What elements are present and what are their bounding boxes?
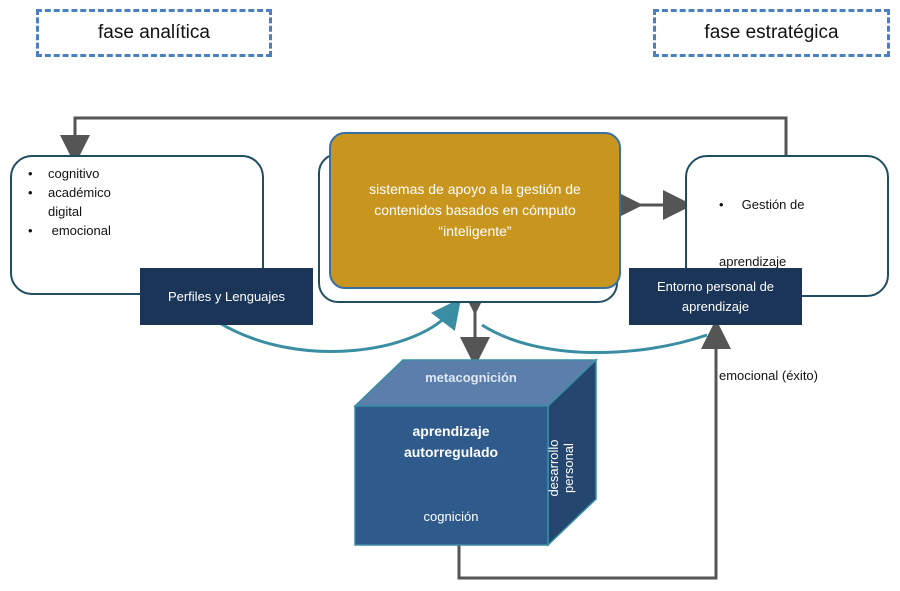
list-item: académico digital: [28, 183, 111, 221]
list-item: • Gestión de: [719, 197, 805, 212]
profiles-languages-label: Perfiles y Lenguajes: [167, 288, 286, 304]
phase-strategic-box: fase estratégica: [653, 9, 890, 57]
tag-line-1: Entorno personal de: [656, 278, 775, 294]
cube-cognition-label: cognición: [423, 509, 479, 524]
cube-front-line-1: aprendizaje: [412, 423, 490, 439]
center-line-2: contenidos basados en cómputo: [374, 202, 576, 218]
cube-metacognition-label: metacognición: [425, 370, 517, 385]
center-intelligent-systems-box: sistemas de apoyo a la gestión de conten…: [329, 132, 621, 289]
list-item: emocional (éxito): [719, 368, 818, 383]
cube-side-line-2: personal: [561, 443, 576, 493]
phase-strategic-label: fase estratégica: [704, 22, 839, 43]
cube-personal-development-label: desarrollo personal: [546, 423, 586, 513]
list-item: emocional: [28, 221, 111, 240]
top-feedback-line: [60, 116, 788, 165]
bottom-loop-line: [457, 319, 731, 580]
phase-analytic-box: fase analítica: [36, 9, 272, 57]
center-line-1: sistemas de apoyo a la gestión de: [369, 181, 581, 197]
tag-line-2: aprendizaje: [681, 298, 750, 314]
phase-analytic-label: fase analítica: [98, 22, 210, 43]
curve-left-to-center: [217, 298, 462, 354]
left-box-list: cognitivo académico digital emocional: [28, 164, 111, 240]
cube-front-line-2: autorregulado: [403, 444, 499, 460]
personal-learning-env-tag: Entorno personal de aprendizaje: [629, 268, 802, 325]
curve-right-to-center: [481, 323, 708, 354]
center-line-3: “inteligente”: [438, 223, 512, 239]
personal-learning-env-label: Entorno personal de aprendizaje: [657, 277, 774, 317]
list-item: aprendizaje: [719, 254, 787, 269]
cube-selfregulated-label: aprendizaje autorregulado: [356, 421, 546, 463]
list-item: cognitivo: [28, 164, 111, 183]
profiles-languages-tag: Perfiles y Lenguajes: [140, 268, 313, 325]
cube-side-line-1: desarrollo: [546, 439, 561, 497]
cube-front-face: [354, 405, 549, 546]
